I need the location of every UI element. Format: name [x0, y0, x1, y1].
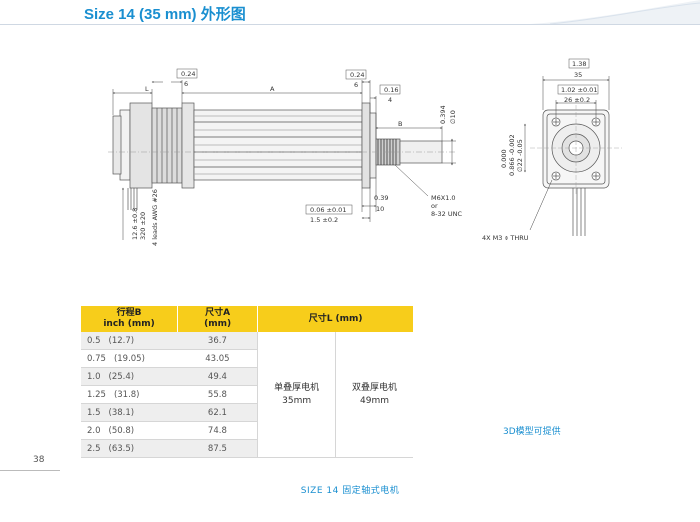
- lead-spec-1: 12.6 ±0.8: [131, 208, 139, 240]
- stroke-cell: 2.5 (63.5): [81, 439, 178, 458]
- side-view: [108, 102, 455, 210]
- header-dim-a: 尺寸A (mm): [177, 306, 259, 332]
- stroke-cell: 0.75 (19.05): [81, 349, 178, 368]
- dim-a-cell: 62.1: [177, 403, 259, 422]
- stroke-mm: (25.4): [108, 371, 135, 382]
- lead-spec-2: 320 ±20: [139, 212, 147, 240]
- stroke-cell: 2.0 (50.8): [81, 421, 178, 440]
- dim-L: L: [145, 85, 149, 93]
- header-swoosh-decoration: [530, 0, 700, 24]
- table-row: 0.5 (12.7) 36.7 单叠厚电机 35mm 双叠厚电机 49mm: [81, 332, 413, 458]
- dim-right-bracket: 0.16: [384, 86, 398, 94]
- dim-top-left-bracket: 0.24: [181, 70, 195, 78]
- table-row: 1.5 (38.1) 62.1: [81, 403, 413, 422]
- dim-square-value: 35: [574, 71, 582, 79]
- stroke-cell: 0.5 (12.7): [81, 332, 178, 350]
- header-divider: [0, 24, 700, 25]
- table-row: 1.0 (25.4) 49.4: [81, 367, 413, 386]
- side-view-dimensions: [112, 80, 456, 240]
- dim-bottom-bracket: 0.06 ±0.01: [310, 206, 346, 214]
- lead-spec-3: 4 leads AWG #26: [151, 189, 159, 246]
- dim-a-cell: 74.8: [177, 421, 259, 440]
- single-stack-value: 35mm: [282, 395, 312, 406]
- header-stroke: 行程B inch (mm): [81, 306, 179, 332]
- single-stack-cell: 单叠厚电机 35mm: [257, 332, 337, 458]
- header-stroke-label: 行程B: [116, 308, 142, 318]
- stroke-mm: (50.8): [108, 425, 135, 436]
- dim-pilot-bracket-a: 0.000: [500, 149, 508, 168]
- stroke-mm: (63.5): [108, 443, 135, 454]
- dim-top-right-bracket: 0.24: [350, 71, 364, 79]
- dim-pilot-bracket-b: 0.866 -0.002: [508, 134, 516, 176]
- thread-spec: M6X1.0: [431, 194, 456, 202]
- double-stack-label: 双叠厚电机: [352, 382, 398, 393]
- dim-a-cell: 87.5: [177, 439, 259, 458]
- outline-drawing: 0.24 6 L A 0.24 6 0.16 4 B 0.394 ∅10 0.0…: [108, 58, 622, 246]
- page-number: 38: [33, 455, 45, 465]
- dim-A: A: [270, 85, 275, 93]
- stroke-inch: 2.5: [87, 443, 101, 454]
- stroke-inch: 0.5: [87, 335, 101, 346]
- dim-flange-value: 10: [376, 205, 384, 213]
- dimension-labels: 0.24 6 L A 0.24 6 0.16 4 B 0.394 ∅10 0.0…: [131, 58, 599, 246]
- stroke-inch: 1.0: [87, 371, 101, 382]
- dim-right-value: 4: [388, 96, 392, 104]
- dim-a-cell: 43.05: [177, 349, 259, 368]
- stroke-cell: 1.25 (31.8): [81, 385, 178, 404]
- stroke-dimension-table: 行程B inch (mm) 尺寸A (mm) 尺寸L (mm) 0.5 (12.7…: [81, 306, 413, 458]
- mount-holes-spec: 4X M3 ⌽ THRU: [482, 234, 529, 242]
- table-row: 2.0 (50.8) 74.8: [81, 421, 413, 440]
- 3d-model-caption: 3D模型可提供: [503, 427, 561, 437]
- thread-alt-spec: 8-32 UNC: [431, 210, 462, 218]
- dim-a-cell: 49.4: [177, 367, 259, 386]
- stroke-inch: 0.75: [87, 353, 106, 364]
- stroke-mm: (12.7): [108, 335, 135, 346]
- dim-pilot-value: ∅22 -0.05: [516, 139, 524, 172]
- dim-a-cell: 36.7: [177, 332, 259, 350]
- table-row: 2.5 (63.5) 87.5: [81, 439, 413, 458]
- double-stack-value: 49mm: [360, 395, 390, 406]
- dim-bottom-value: 1.5 ±0.2: [310, 216, 338, 224]
- page-title: Size 14 (35 mm) 外形图: [84, 6, 246, 23]
- page-footer: SIZE 14 固定轴式电机: [300, 486, 400, 496]
- thread-or: or: [431, 202, 438, 210]
- table-row: 1.25 (31.8) 55.8: [81, 385, 413, 404]
- dim-top-left-value: 6: [184, 80, 188, 88]
- stroke-inch: 1.25: [87, 389, 106, 400]
- front-view-dimensions: [524, 76, 610, 231]
- dim-square-bracket: 1.38: [572, 60, 586, 68]
- dim-shaft-dia-value: ∅10: [449, 110, 457, 124]
- front-view: [530, 98, 622, 236]
- header-dim-a-label: 尺寸A: [205, 308, 231, 318]
- stroke-cell: 1.0 (25.4): [81, 367, 178, 386]
- dim-a-cell: 55.8: [177, 385, 259, 404]
- stroke-inch: 1.5: [87, 407, 101, 418]
- stroke-mm: (38.1): [108, 407, 135, 418]
- stroke-cell: 1.5 (38.1): [81, 403, 178, 422]
- header-stroke-unit: inch (mm): [103, 319, 155, 329]
- dim-hole-bracket: 1.02 ±0.01: [561, 86, 597, 94]
- header-dim-l: 尺寸L (mm): [257, 306, 413, 332]
- dim-flange-bracket: 0.39: [374, 194, 388, 202]
- stroke-inch: 2.0: [87, 425, 101, 436]
- dim-shaft-dia-bracket: 0.394: [439, 105, 447, 124]
- double-stack-cell: 双叠厚电机 49mm: [335, 332, 413, 458]
- page-number-rule: [0, 470, 60, 471]
- table-row: 0.75 (19.05) 43.05: [81, 349, 413, 368]
- single-stack-label: 单叠厚电机: [274, 382, 320, 393]
- header-dim-a-unit: (mm): [204, 319, 232, 329]
- table-header-row: 行程B inch (mm) 尺寸A (mm) 尺寸L (mm): [81, 306, 413, 332]
- stroke-mm: (19.05): [113, 353, 145, 364]
- dim-hole-value: 26 ±0.2: [564, 96, 590, 104]
- dim-top-right-value: 6: [354, 81, 358, 89]
- stroke-mm: (31.8): [113, 389, 140, 400]
- dim-B: B: [398, 120, 402, 128]
